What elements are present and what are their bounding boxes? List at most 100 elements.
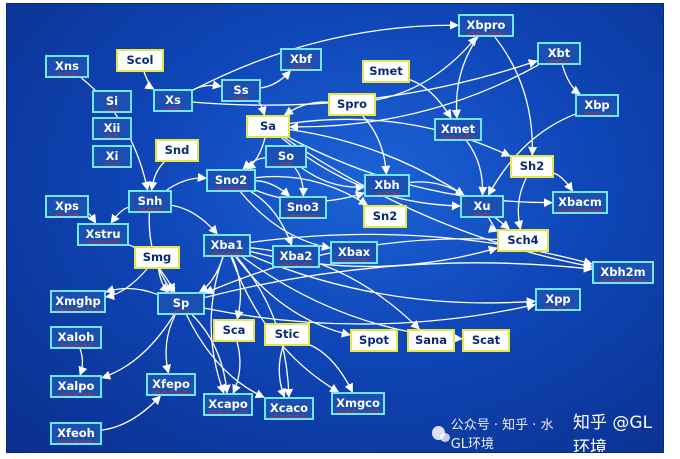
node-spot: Spot [350, 329, 398, 352]
edge-xba1-xbh2m [250, 233, 593, 267]
edge-sca-xcapo [232, 341, 241, 394]
node-sh2: Sh2 [510, 155, 554, 178]
node-xbt: Xbt [537, 42, 581, 65]
edge-xba1-spot [235, 256, 351, 338]
edge-xbt-sa [289, 64, 539, 132]
edge-xbpro-sh2 [494, 36, 538, 156]
edge-xfeoh-xfepo [101, 395, 161, 431]
node-xs: Xs [153, 89, 193, 112]
edge-xmet-xu [466, 140, 488, 196]
edge-sp-xfepo [162, 314, 176, 374]
edge-xba1-sca [231, 256, 244, 320]
node-xi: Xi [92, 145, 132, 168]
edge-sa-xbh2m [284, 137, 593, 270]
node-xalpo: Xalpo [50, 375, 102, 398]
node-xu: Xu [460, 195, 504, 218]
edge-xs-xbpro [192, 20, 459, 91]
node-xbp: Xbp [575, 94, 619, 117]
edge-smet-xmet [409, 79, 452, 119]
edge-snh-sno2 [166, 172, 207, 191]
node-spro: Spro [328, 93, 376, 116]
edge-ss-sa [257, 101, 267, 116]
node-scol: Scol [116, 49, 164, 72]
edge-sno2-sno3 [255, 180, 291, 197]
node-xmghp: Xmghp [50, 290, 106, 313]
node-xba2: Xba2 [272, 245, 320, 268]
node-xbacm: Xbacm [552, 191, 608, 214]
edge-sp-xcaco [186, 314, 265, 398]
edge-xbpro-xmet [451, 36, 479, 119]
node-snd: Snd [155, 139, 199, 162]
edge-spro-xbpro [375, 36, 478, 101]
node-xmet: Xmet [434, 118, 482, 141]
edge-so-sno2 [242, 157, 266, 170]
edge-sh2-xbacm [553, 172, 573, 192]
edge-xps-xstru [87, 213, 97, 224]
node-sn2: Sn2 [363, 205, 407, 228]
node-sca: Sca [213, 319, 255, 342]
node-so: So [265, 145, 307, 168]
edge-snh-xstru [110, 206, 129, 224]
edge-so-xbh [301, 167, 365, 193]
edge-sp-xmghp [105, 285, 158, 295]
edge-stic-xcaco [277, 345, 286, 398]
edge-xbh-xu [409, 181, 465, 196]
node-ss: Ss [221, 79, 261, 102]
watermark-account-label: 公众号 · 知乎 · 水GL环境 [450, 418, 554, 452]
edge-spro-sa [283, 101, 329, 116]
node-snh: Snh [128, 190, 172, 213]
edge-sh2-sch4 [514, 177, 527, 230]
edge-sno2-sn2 [255, 175, 369, 206]
node-sno2: Sno2 [206, 169, 256, 192]
node-xbf: Xbf [280, 48, 322, 71]
node-xns: Xns [45, 55, 89, 78]
edge-ss-xbf [260, 70, 291, 89]
node-sp: Sp [157, 292, 205, 315]
node-xcaco: Xcaco [264, 397, 314, 420]
node-si: Si [92, 90, 132, 113]
node-xbax: Xbax [330, 241, 378, 264]
node-xstru: Xstru [77, 223, 129, 246]
edge-scol-xs [143, 71, 155, 90]
edge-sp-xpp [204, 301, 536, 325]
edge-sp-xbh2m [204, 262, 593, 299]
edge-sa-xbacm [289, 137, 553, 208]
edge-snh-xba1 [171, 204, 218, 235]
watermark: 公众号 · 知乎 · 水GL环境 知乎 @GL环境 [432, 413, 663, 452]
node-xbpro: Xbpro [458, 14, 514, 37]
edge-snd-snh [148, 161, 165, 191]
node-xps: Xps [45, 195, 89, 218]
edge-xaloh-xalpo [78, 348, 88, 376]
edge-smg-xmghp [105, 268, 148, 301]
node-xcapo: Xcapo [203, 393, 253, 416]
edge-spro-xbh [362, 115, 391, 175]
diagram-canvas: Xbpro Xbt Xns Xbf Xs Ss Xbp Si Xii Xmet … [7, 4, 663, 452]
node-smet: Smet [362, 60, 410, 83]
edge-sa-sh2 [289, 118, 511, 157]
node-sch4: Sch4 [497, 229, 549, 252]
edge-sp-xalpo [101, 314, 175, 380]
node-scat: Scat [462, 329, 510, 352]
wechat-icon [432, 426, 450, 442]
node-sana: Sana [407, 329, 455, 352]
edge-xbp-xu [487, 113, 576, 196]
edge-xba1-xcapo [210, 256, 226, 394]
node-smg: Smg [134, 246, 180, 269]
edge-sp-xcapo [191, 314, 231, 394]
watermark-brand: 知乎 @GL环境 [573, 413, 653, 452]
node-xfepo: Xfepo [146, 373, 196, 396]
node-sa: Sa [246, 115, 290, 138]
node-xpp: Xpp [535, 288, 581, 311]
node-xfeoh: Xfeoh [50, 422, 102, 445]
node-xbh: Xbh [364, 174, 410, 197]
edge-stic-xmgco [309, 344, 353, 393]
edge-xba1-xpp [250, 254, 536, 307]
edge-xbt-xbp [561, 64, 581, 95]
node-xii: Xii [92, 117, 132, 140]
node-xbh2m: Xbh2m [592, 261, 654, 284]
node-xmgco: Xmgco [331, 392, 385, 415]
edge-xu-sch4 [487, 217, 498, 233]
node-sno3: Sno3 [279, 196, 327, 219]
node-stic: Stic [264, 323, 310, 346]
node-xaloh: Xaloh [50, 326, 102, 349]
